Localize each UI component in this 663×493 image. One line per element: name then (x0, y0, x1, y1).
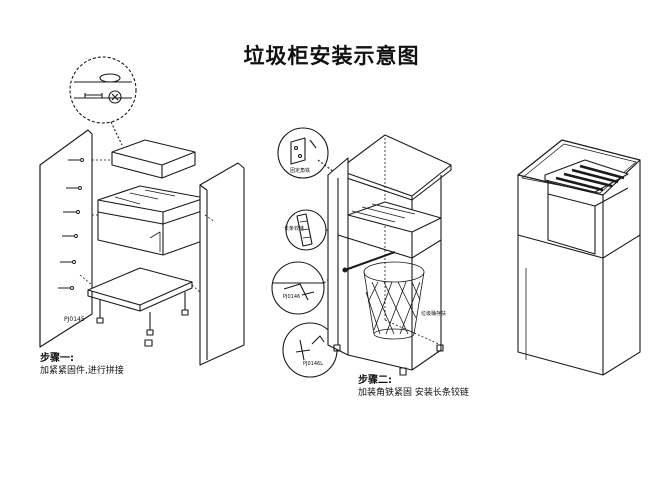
long-hinge-detail (285, 209, 340, 251)
wire-trash-basket (363, 261, 425, 340)
callout-pj0146l: PJ0146L (303, 361, 323, 367)
assembly-guides (79, 159, 216, 293)
step2-description: 加装角铁紧固 安装长条铰链 (358, 388, 469, 398)
step2-title: 步骤二: (358, 375, 392, 386)
step1-description: 加紧紧固件,进行拼接 (40, 366, 124, 376)
step1-exploded-view (39, 56, 245, 366)
cabinet-frame (327, 134, 452, 371)
step2-frame-view (271, 127, 452, 378)
callout-long-hinge: 长条铰链 (284, 226, 305, 232)
step1-title: 步骤一: (40, 353, 74, 364)
callout-trash-bin: 垃圾桶存扶 (421, 311, 447, 317)
frame-casters (333, 344, 444, 376)
bottom-panel (87, 267, 193, 312)
corner-iron-detail (277, 127, 339, 179)
pj0146-detail (271, 261, 343, 315)
top-panel (111, 139, 196, 179)
middle-shelf (97, 185, 206, 256)
left-side-panel (39, 129, 93, 348)
right-side-panel (199, 162, 245, 366)
assembled-cabinet-view (517, 139, 641, 376)
callout-corner-iron: 固定角铁 (290, 168, 311, 174)
screw-markers (58, 158, 84, 290)
part-label-pj0145: PJ0145 (64, 316, 85, 323)
fastener-detail-callout (69, 56, 137, 146)
callout-pj0146: PJ0146 (283, 294, 301, 300)
page-title: 垃圾柜安装示意图 (243, 44, 420, 68)
casters (96, 292, 189, 347)
